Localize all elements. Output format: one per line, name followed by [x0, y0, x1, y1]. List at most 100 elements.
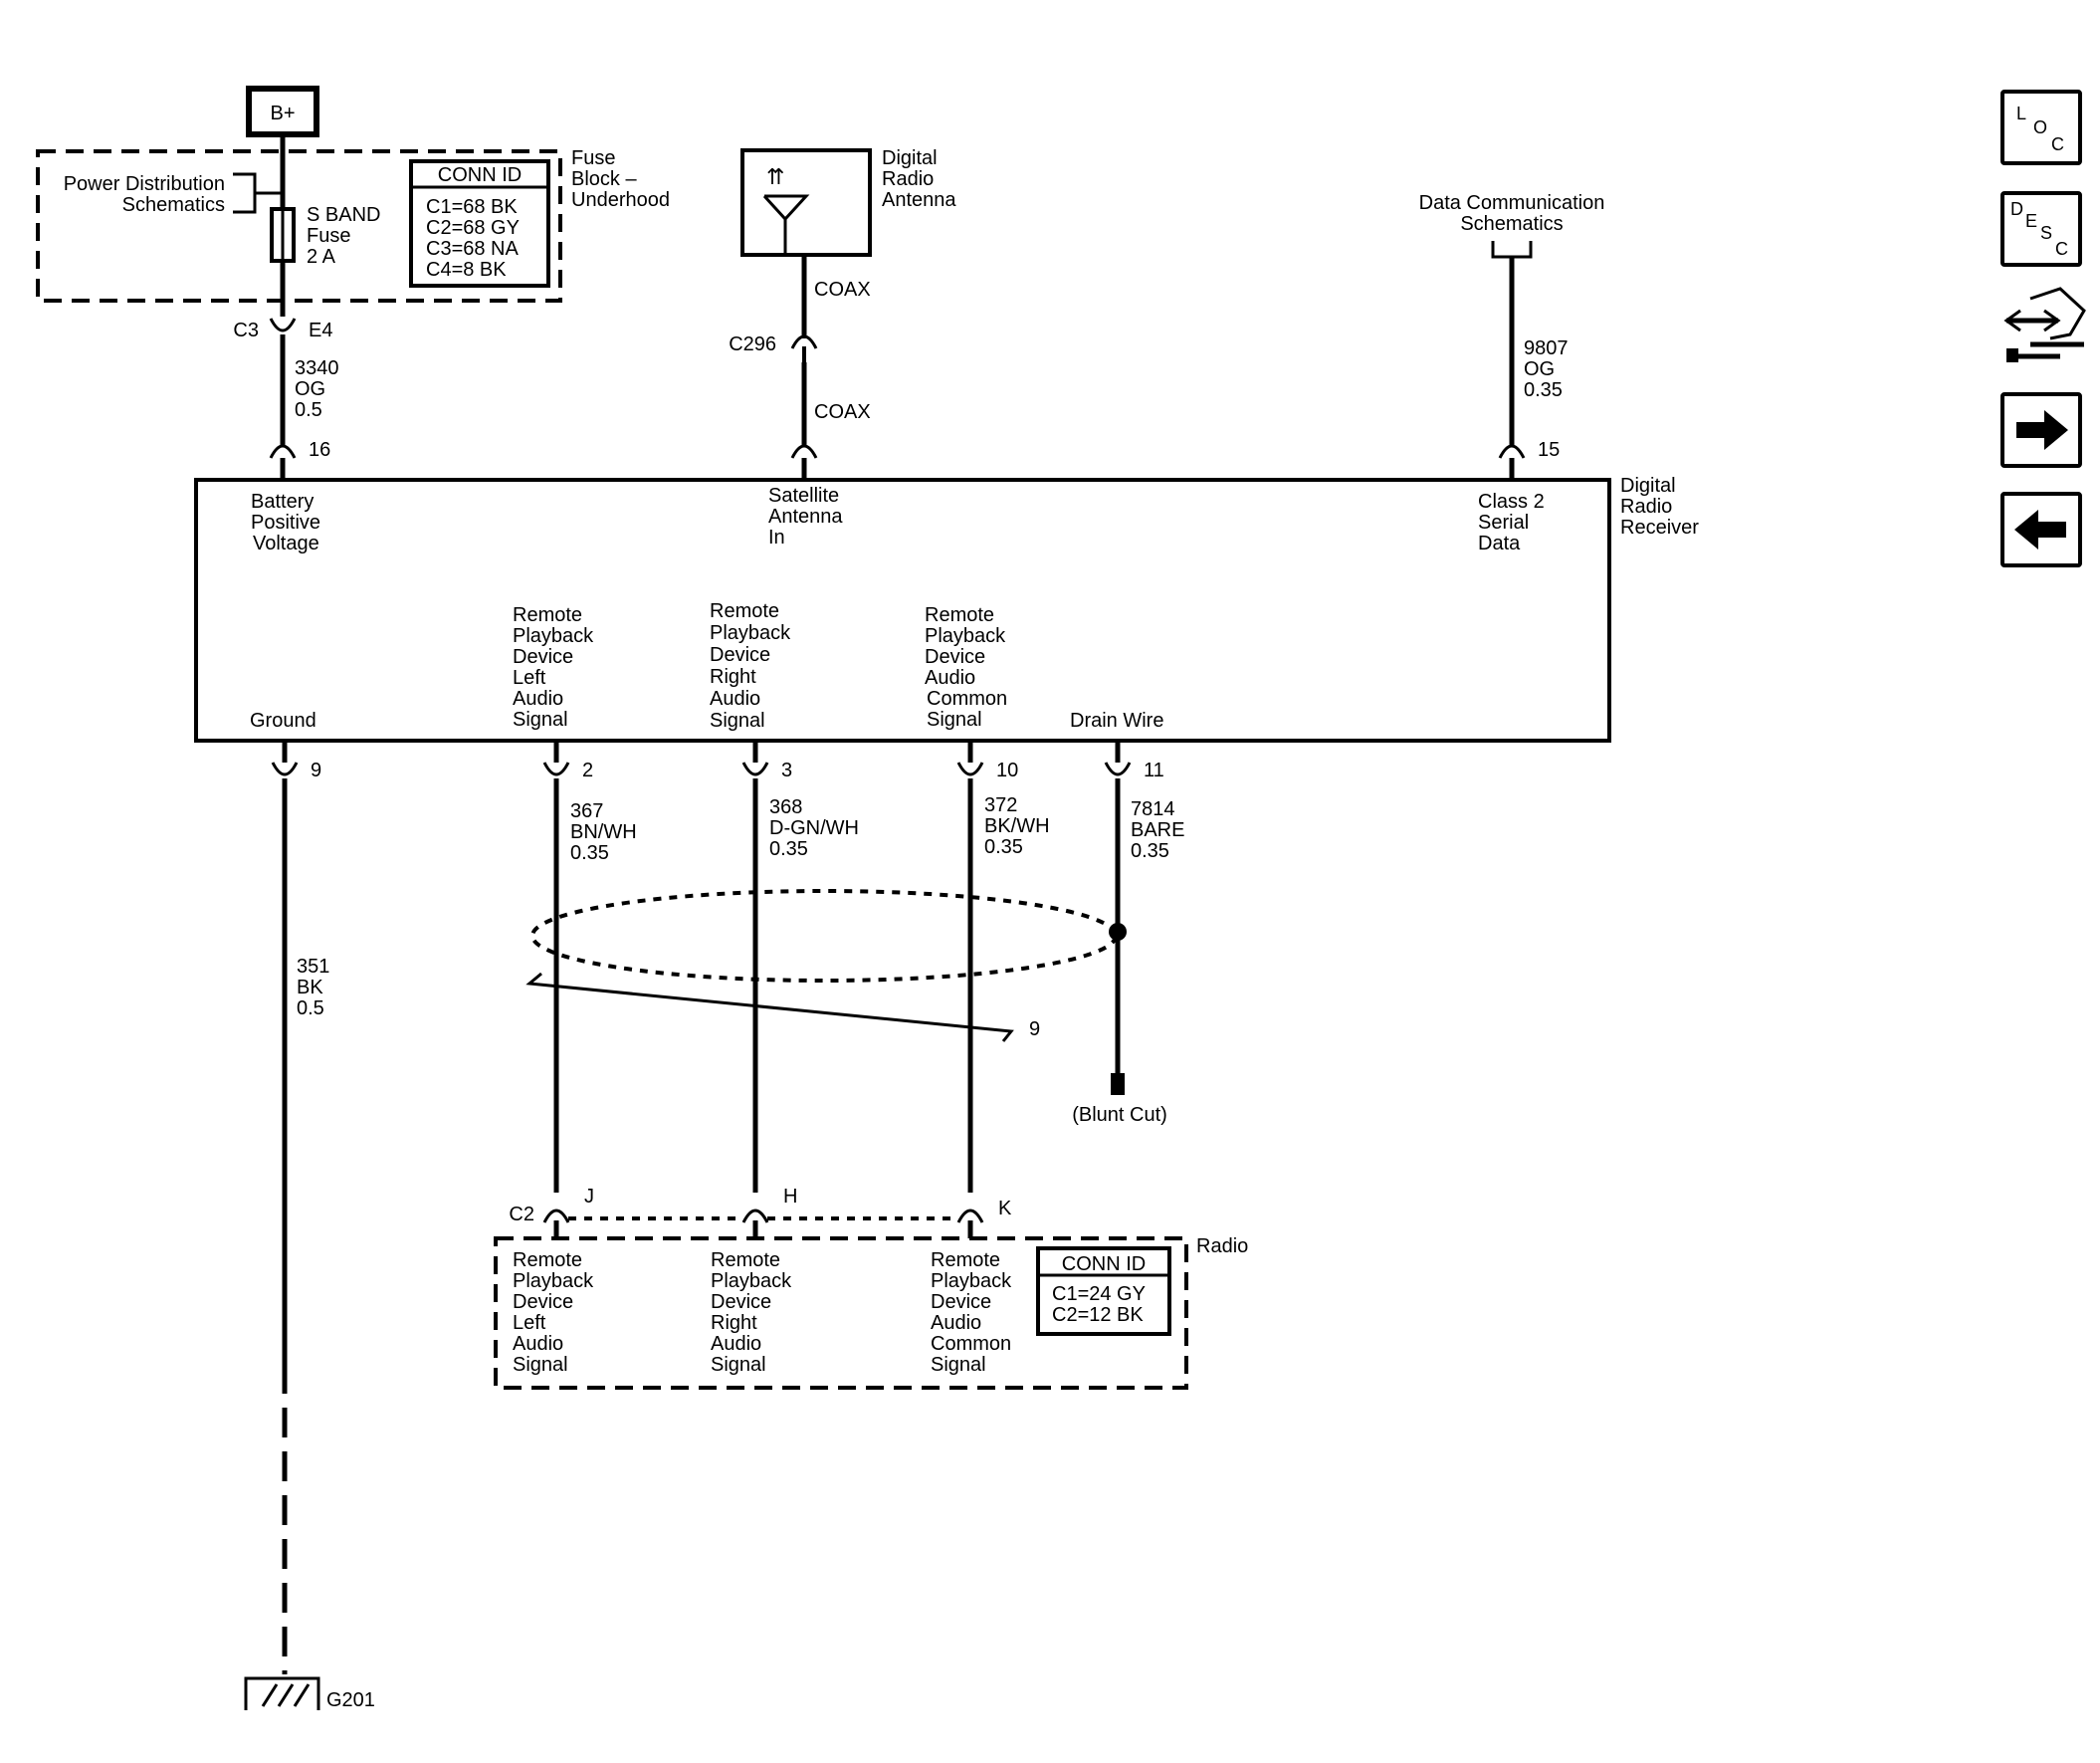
battery-wire-color: OG: [295, 378, 325, 400]
c296-label: C296: [729, 333, 776, 355]
previous-page-button[interactable]: [2000, 492, 2082, 567]
radio-right-label: Remote Playback Device Right Audio Signa…: [711, 1249, 792, 1376]
desc-letter-c: C: [2055, 239, 2068, 259]
antenna-icon: ⇈: [762, 164, 810, 255]
battery-pin: 16: [309, 439, 330, 461]
common-wire-circuit: 372: [984, 794, 1017, 816]
data-comm-circuit: 9807: [1524, 337, 1569, 359]
right-audio-label: Remote Playback Device Right Audio Signa…: [710, 600, 791, 732]
b-plus-label: B+: [270, 103, 295, 124]
pin-j: J: [584, 1186, 594, 1208]
common-wire-gauge: 0.35: [984, 836, 1023, 858]
right-pin: 3: [781, 760, 792, 781]
arrow-left-icon: [2014, 510, 2066, 550]
shield-twist: 9: [525, 889, 1118, 1042]
g201-label: G201: [326, 1689, 375, 1711]
loc-letter-c: C: [2051, 134, 2064, 154]
fuse-conn-id-title: CONN ID: [438, 164, 522, 186]
radio-left-4: Left: [513, 1312, 546, 1334]
drain-wire-circuit: 7814: [1131, 798, 1175, 820]
ground-wire-color: BK: [297, 977, 323, 998]
loc-button[interactable]: L O C: [2000, 90, 2082, 165]
radio-common-5: Common: [931, 1333, 1011, 1355]
sat-label-2: Antenna: [768, 506, 843, 528]
fuse-block-underhood: Fuse Block – Underhood Power Distributio…: [36, 134, 670, 317]
drain-wire-gauge: 0.35: [1131, 840, 1169, 862]
loc-letter-o: O: [2033, 117, 2047, 137]
radio-left-2: Playback: [513, 1270, 594, 1292]
antenna-title-1: Digital: [882, 147, 938, 169]
battery-label-3: Voltage: [253, 533, 319, 554]
left-label-3: Device: [513, 646, 573, 668]
digital-radio-receiver: Digital Radio Receiver Battery Positive …: [194, 458, 1699, 743]
radio-conn-c1: C1=24 GY: [1052, 1283, 1146, 1305]
e4-label: E4: [309, 320, 332, 341]
radio-right-3: Device: [711, 1291, 771, 1313]
antenna-title-2: Radio: [882, 168, 934, 190]
radio-right-6: Signal: [711, 1354, 766, 1376]
common-label-2: Playback: [925, 625, 1006, 647]
radio-common-3: Device: [931, 1291, 991, 1313]
power-dist-text-1[interactable]: Power Distribution: [64, 173, 225, 195]
drain-wire-color: BARE: [1131, 819, 1184, 841]
common-label-1: Remote: [925, 604, 994, 626]
data-communication-link[interactable]: Data Communication Schematics 9807 OG 0.…: [1419, 192, 1605, 461]
right-wire-color: D-GN/WH: [769, 817, 859, 839]
radio-left-3: Device: [513, 1291, 573, 1313]
ground-wire-circuit: 351: [297, 956, 329, 978]
radio-common-4: Audio: [931, 1312, 981, 1334]
data-comm-title-1[interactable]: Data Communication: [1419, 192, 1605, 214]
c2-label: C2: [509, 1204, 534, 1225]
common-audio-circuit: 10 372 BK/WH 0.35: [956, 741, 1050, 1193]
data-comm-color: OG: [1524, 358, 1555, 380]
left-label-1: Remote: [513, 604, 582, 626]
ground-wire-gauge: 0.5: [297, 997, 324, 1019]
right-label-5: Audio: [710, 688, 760, 710]
digital-radio-antenna: ⇈ Digital Radio Antenna COAX C296 COAX: [729, 147, 956, 459]
power-distribution-link[interactable]: Power Distribution Schematics: [64, 172, 283, 216]
common-wire-color: BK/WH: [984, 815, 1050, 837]
fuse-block-title-2: Block –: [571, 168, 637, 190]
arrow-right-icon: [2016, 410, 2068, 450]
connector-end-view-button[interactable]: [2003, 287, 2086, 362]
data-comm-title-2[interactable]: Schematics: [1460, 213, 1563, 235]
left-wire-circuit: 367: [570, 800, 603, 822]
connector-c3-e4: C3 E4: [233, 318, 332, 341]
connector-end-view-icon: [2003, 287, 2086, 362]
right-label-1: Remote: [710, 600, 779, 622]
blunt-cut-label: (Blunt Cut): [1072, 1104, 1167, 1126]
b-plus-supply: B+: [246, 86, 319, 137]
sat-label-3: In: [768, 527, 785, 549]
right-wire-gauge: 0.35: [769, 838, 808, 860]
drain-wire-label: Drain Wire: [1070, 710, 1163, 732]
left-label-2: Playback: [513, 625, 594, 647]
radio-right-5: Audio: [711, 1333, 761, 1355]
radio-c2-connector: C2 J H K: [509, 1186, 1012, 1238]
right-audio-circuit: 3 368 D-GN/WH 0.35: [741, 741, 859, 1193]
radio-right-2: Playback: [711, 1270, 792, 1292]
radio-common-1: Remote: [931, 1249, 1000, 1271]
fuse-block-title-3: Underhood: [571, 189, 670, 211]
radio-right-1: Remote: [711, 1249, 780, 1271]
desc-button[interactable]: D E S C: [2000, 191, 2082, 267]
fuse-block-title-1: Fuse: [571, 147, 615, 169]
ground-pin: 9: [311, 760, 321, 781]
ground-g201: G201: [244, 1676, 375, 1711]
common-label-5: Common: [927, 688, 1007, 710]
radio-right-4: Right: [711, 1312, 757, 1334]
right-label-2: Playback: [710, 622, 791, 644]
loc-letter-l: L: [2016, 104, 2026, 123]
fuse-conn-c1: C1=68 BK: [426, 196, 518, 218]
ground-circuit: 9 351 BK 0.5: [271, 741, 329, 1674]
next-page-button[interactable]: [2000, 392, 2082, 468]
splice-dot: [1109, 923, 1127, 941]
common-label-3: Device: [925, 646, 985, 668]
class2-label-2: Serial: [1478, 512, 1529, 534]
radio-conn-c2: C2=12 BK: [1052, 1304, 1144, 1326]
receiver-title-3: Receiver: [1620, 517, 1699, 539]
svg-text:⇈: ⇈: [766, 164, 784, 189]
c3-label: C3: [233, 320, 259, 341]
power-dist-text-2[interactable]: Schematics: [122, 194, 225, 216]
left-wire-color: BN/WH: [570, 821, 637, 843]
radio-left-6: Signal: [513, 1354, 568, 1376]
